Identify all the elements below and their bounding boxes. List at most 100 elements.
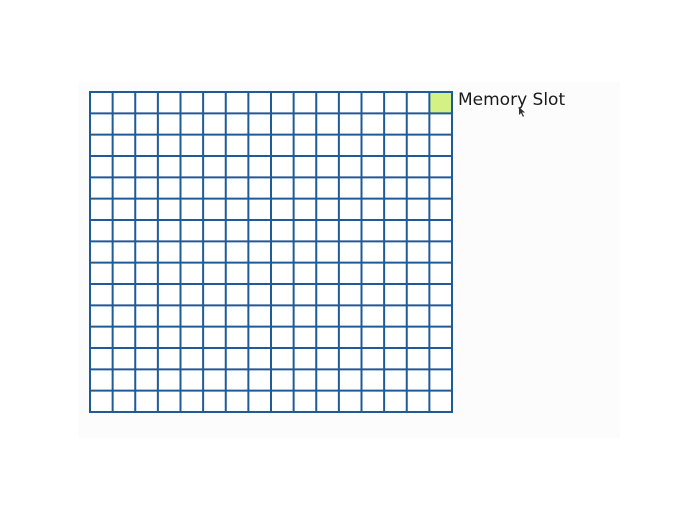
memory-cell	[361, 369, 385, 391]
memory-cell	[293, 326, 317, 348]
memory-cell	[90, 198, 113, 220]
memory-cell	[406, 177, 430, 199]
memory-cell	[406, 134, 430, 156]
memory-cell	[406, 390, 430, 412]
memory-cell	[157, 134, 181, 156]
memory-cell	[180, 177, 204, 199]
memory-cell	[361, 305, 385, 327]
memory-cell	[135, 326, 158, 348]
memory-cell	[180, 348, 204, 370]
memory-cell	[90, 134, 113, 156]
memory-cell	[135, 305, 158, 327]
memory-cell	[338, 113, 362, 135]
memory-cell	[248, 198, 271, 220]
memory-cell	[180, 305, 204, 327]
memory-cell	[248, 177, 271, 199]
memory-cell	[225, 305, 249, 327]
memory-cell	[406, 305, 430, 327]
memory-cell	[293, 305, 317, 327]
memory-cell	[429, 177, 452, 199]
memory-cell	[112, 284, 136, 306]
memory-cell	[203, 220, 226, 242]
memory-cell	[203, 284, 226, 306]
memory-slot-cell	[429, 92, 452, 114]
memory-cell	[406, 326, 430, 348]
memory-cell	[225, 134, 249, 156]
memory-cell	[248, 284, 271, 306]
memory-cell	[429, 220, 452, 242]
memory-cell	[429, 262, 452, 284]
memory-cell	[90, 262, 113, 284]
memory-cell	[293, 262, 317, 284]
memory-cell	[361, 156, 385, 178]
memory-cell	[338, 220, 362, 242]
memory-cell	[429, 113, 452, 135]
memory-cell	[248, 220, 271, 242]
grid-lines	[89, 91, 453, 413]
memory-cell	[203, 369, 226, 391]
memory-cell	[248, 390, 271, 412]
memory-cell	[112, 390, 136, 412]
memory-cell	[248, 156, 271, 178]
memory-cell	[293, 390, 317, 412]
memory-cell	[225, 241, 249, 263]
memory-cell	[384, 198, 407, 220]
memory-cell	[406, 241, 430, 263]
memory-cell	[338, 390, 362, 412]
memory-cell	[112, 241, 136, 263]
memory-cell	[225, 198, 249, 220]
memory-cell	[406, 113, 430, 135]
memory-cell	[180, 198, 204, 220]
memory-cell	[157, 220, 181, 242]
memory-cell	[90, 348, 113, 370]
memory-cell	[384, 305, 407, 327]
memory-cell	[135, 348, 158, 370]
memory-cell	[135, 369, 158, 391]
memory-cell	[248, 113, 271, 135]
memory-cell	[316, 134, 339, 156]
memory-cell	[112, 262, 136, 284]
memory-cell	[406, 198, 430, 220]
memory-cell	[338, 156, 362, 178]
memory-cell	[293, 241, 317, 263]
memory-cell	[406, 369, 430, 391]
memory-cell	[157, 92, 181, 114]
memory-cell	[338, 284, 362, 306]
memory-cell	[225, 262, 249, 284]
memory-cell	[90, 369, 113, 391]
memory-cell	[271, 198, 294, 220]
memory-cell	[180, 156, 204, 178]
memory-cell	[316, 326, 339, 348]
memory-cell	[316, 284, 339, 306]
memory-cell	[316, 390, 339, 412]
memory-cell	[271, 326, 294, 348]
memory-cell	[248, 262, 271, 284]
memory-cell	[157, 156, 181, 178]
memory-cell	[293, 369, 317, 391]
memory-cell	[293, 134, 317, 156]
memory-cell	[112, 369, 136, 391]
memory-cell	[135, 284, 158, 306]
memory-cell	[406, 284, 430, 306]
memory-cell	[112, 326, 136, 348]
memory-cell	[112, 305, 136, 327]
memory-cell	[135, 92, 158, 114]
memory-cell	[429, 134, 452, 156]
memory-cell	[406, 262, 430, 284]
memory-cell	[384, 262, 407, 284]
memory-cell	[293, 113, 317, 135]
memory-cell	[338, 348, 362, 370]
memory-cell	[361, 198, 385, 220]
memory-cell	[180, 92, 204, 114]
memory-cell	[135, 241, 158, 263]
memory-cell	[293, 220, 317, 242]
memory-cell	[406, 220, 430, 242]
memory-cell	[90, 177, 113, 199]
memory-cell	[429, 390, 452, 412]
memory-cell	[112, 348, 136, 370]
memory-cell	[338, 134, 362, 156]
memory-cell	[361, 390, 385, 412]
memory-cell	[338, 326, 362, 348]
memory-cell	[203, 198, 226, 220]
memory-cell	[135, 156, 158, 178]
